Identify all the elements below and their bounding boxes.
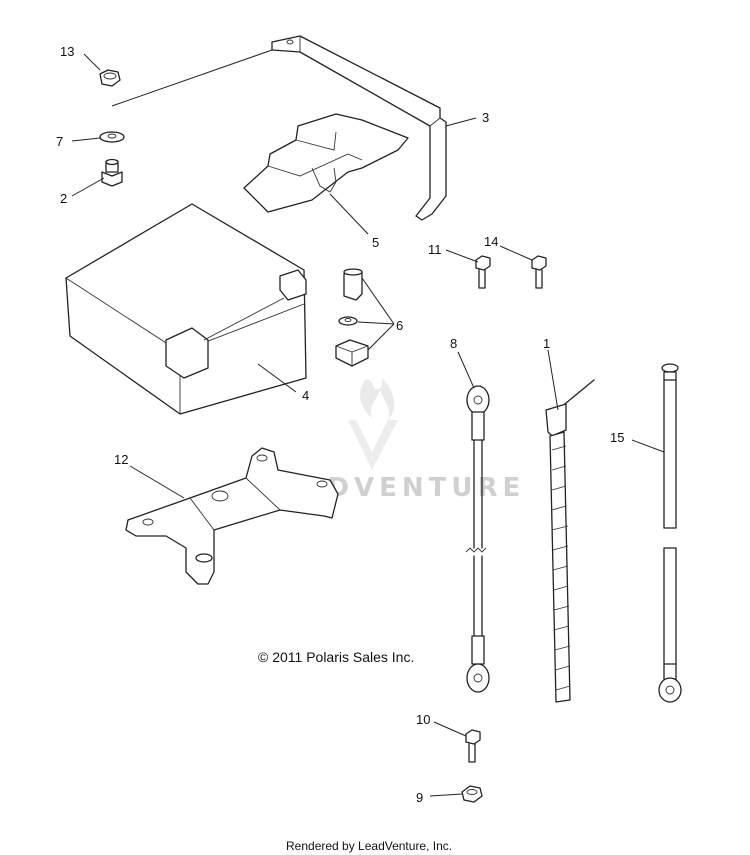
battery-strap-bracket-part-3[interactable] [271, 35, 447, 221]
callout-1: 1 [543, 336, 550, 351]
callout-7: 7 [56, 134, 63, 149]
terminal-hardware-part-6[interactable] [335, 268, 369, 367]
callout-12: 12 [114, 452, 128, 467]
callout-leaders [71, 53, 665, 797]
callout-3: 3 [482, 110, 489, 125]
footer-rendered-by: Rendered by LeadVenture, Inc. [286, 839, 452, 853]
callout-5: 5 [372, 235, 379, 250]
callout-6: 6 [396, 318, 403, 333]
nut-part-13[interactable] [99, 69, 121, 87]
callout-15: 15 [610, 430, 624, 445]
nut-part-9[interactable] [461, 785, 483, 803]
battery-cable-part-8[interactable] [465, 385, 490, 693]
cable-sleeve-part-15[interactable] [658, 363, 682, 703]
battery-cover-part-5[interactable] [243, 113, 409, 213]
hold-down-reference-line [111, 49, 273, 107]
bolt-part-11[interactable] [475, 255, 491, 289]
callout-13: 13 [60, 44, 74, 59]
callout-9: 9 [416, 790, 423, 805]
callout-11: 11 [428, 242, 442, 257]
callout-10: 10 [416, 712, 430, 727]
battery-part-4[interactable] [65, 203, 307, 415]
bolt-part-10[interactable] [465, 729, 481, 763]
washer-part-7[interactable] [99, 131, 125, 143]
callout-4: 4 [302, 388, 309, 403]
copyright-notice: © 2011 Polaris Sales Inc. [258, 649, 414, 665]
battery-cable-boot-part-1[interactable] [545, 379, 595, 703]
battery-tray-part-12[interactable] [125, 447, 339, 585]
callout-8: 8 [450, 336, 457, 351]
bolt-part-2[interactable] [101, 158, 123, 187]
callout-14: 14 [484, 234, 498, 249]
bolt-part-14[interactable] [531, 255, 547, 289]
callout-2: 2 [60, 191, 67, 206]
leadventure-watermark-logo [348, 378, 398, 470]
